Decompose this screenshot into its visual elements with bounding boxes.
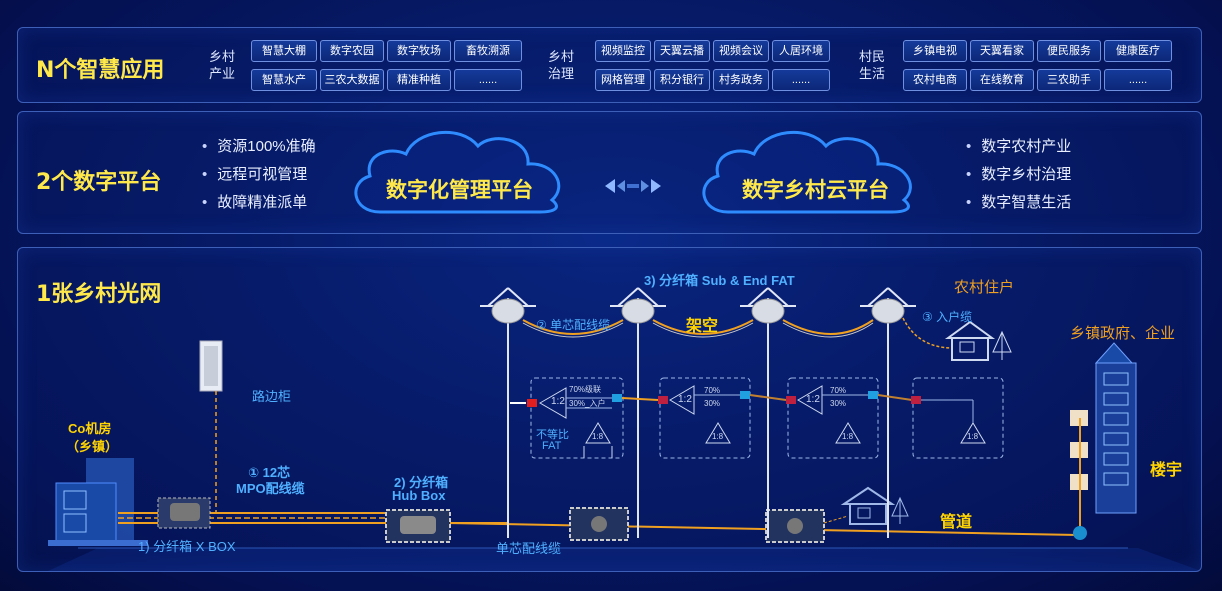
apps-panel: N个智慧应用 乡村产业 智慧大棚 数字农园 数字牧场 畜牧溯源 智慧水产 三农大…: [17, 27, 1202, 103]
platform-right-bullets: 数字农村产业 数字乡村治理 数字智慧生活: [966, 133, 1071, 217]
fat-box-icon: [871, 298, 905, 324]
house-icon: [840, 486, 909, 525]
splitter-box-icon: [786, 377, 879, 459]
co-building-icon: [48, 458, 148, 546]
single-core-cable-label: 单芯配线缆: [496, 541, 562, 556]
app-tag[interactable]: 便民服务: [1037, 40, 1101, 62]
app-tag[interactable]: 网格管理: [595, 69, 651, 91]
pipeline-manhole-icon: [765, 509, 825, 543]
app-tag[interactable]: 数字牧场: [387, 40, 451, 62]
app-tag-more[interactable]: ......: [454, 69, 522, 91]
bidirectional-arrow-icon: [605, 179, 661, 193]
cloud-left-icon: [354, 130, 561, 214]
splitter1-30: 30%_入户: [569, 399, 606, 408]
app-tag[interactable]: 三农大数据: [320, 69, 384, 91]
bullet-item: 远程可视管理: [202, 161, 316, 189]
building-label: 楼宇: [1150, 462, 1183, 479]
splitter2-18: 1:8: [712, 432, 724, 441]
splitter4-18: 1:8: [967, 432, 979, 441]
apps-title: N个智慧应用: [36, 58, 165, 83]
group-label-governance: 乡村治理: [547, 49, 574, 81]
office-building-icon: [1070, 342, 1137, 540]
bullet-item: 故障精准派单: [202, 189, 316, 217]
bullet-item: 数字乡村治理: [966, 161, 1071, 189]
cloud-right-label: 数字乡村云平台: [742, 178, 889, 202]
app-tag[interactable]: 天翼云播: [654, 40, 710, 62]
splitter2-30: 30%: [704, 399, 721, 408]
app-tag[interactable]: 人居环境: [772, 40, 830, 62]
hubbox-label-2: Hub Box: [392, 488, 446, 503]
app-tag[interactable]: 积分银行: [654, 69, 710, 91]
bullet-item: 资源100%准确: [202, 133, 315, 161]
fat-box-icon: [751, 298, 785, 324]
network-panel: 1张乡村光网: [17, 247, 1202, 572]
splitter3-70: 70%: [830, 386, 847, 395]
app-tag-more[interactable]: ......: [1104, 69, 1172, 91]
app-tag[interactable]: 精准种植: [387, 69, 451, 91]
platform-left-bullets: 资源100%准确 远程可视管理 故障精准派单: [202, 133, 316, 217]
splitter1-70: 70%级联: [569, 385, 602, 394]
co-room-sub-label: （乡镇）: [66, 439, 119, 454]
splitter2-70: 70%: [704, 386, 721, 395]
app-tag[interactable]: 视频会议: [713, 40, 769, 62]
fat-box-icon: [491, 298, 525, 324]
platforms-title: 2个数字平台: [36, 170, 162, 195]
app-tag[interactable]: 数字农园: [320, 40, 384, 62]
splitter1-ratio: 1:2: [551, 396, 565, 407]
mpo-cable-label-1: ① 12芯: [248, 465, 291, 480]
cloud-right-icon: [702, 130, 912, 214]
network-diagram: [48, 287, 1201, 571]
group-label-industry: 乡村产业: [208, 49, 235, 81]
xbox-label: 1) 分纤箱 X BOX: [138, 539, 236, 554]
app-tag-more[interactable]: ......: [772, 69, 830, 91]
town-gov-label: 乡镇政府、企业: [1070, 325, 1176, 342]
splitter3-18: 1:8: [842, 432, 854, 441]
roadside-cabinet-icon: [199, 340, 223, 392]
app-tag[interactable]: 健康医疗: [1104, 40, 1172, 62]
app-tag[interactable]: 智慧水产: [251, 69, 317, 91]
pipeline-label: 管道: [940, 514, 973, 531]
app-tag[interactable]: 视频监控: [595, 40, 651, 62]
hubbox-manhole-icon: [385, 509, 451, 543]
cloud-left-label: 数字化管理平台: [386, 178, 533, 202]
single-core-cable-top-label: ② 单芯配线缆: [536, 318, 611, 332]
hubbox-label-1: 2) 分纤箱: [394, 475, 449, 490]
app-tag[interactable]: 三农助手: [1037, 69, 1101, 91]
app-tag[interactable]: 村务政务: [713, 69, 769, 91]
unequal-label-2: FAT: [542, 440, 562, 452]
app-tag[interactable]: 畜牧溯源: [454, 40, 522, 62]
pipeline-manhole-icon: [569, 507, 629, 541]
platforms-panel: 2个数字平台 资源100%准确 远程可视管理 故障精准派单 数字化管理平台 数字…: [17, 111, 1202, 234]
mpo-cable-label-2: MPO配线缆: [236, 481, 305, 496]
splitter-box-icon: [510, 377, 624, 459]
app-tag[interactable]: 农村电商: [903, 69, 967, 91]
sub-fat-label: 3) 分纤箱 Sub & End FAT: [644, 273, 795, 288]
app-tag[interactable]: 天翼看家: [970, 40, 1034, 62]
app-tag[interactable]: 智慧大棚: [251, 40, 317, 62]
house-icon: [944, 320, 1012, 361]
app-tag[interactable]: 乡镇电视: [903, 40, 967, 62]
splitter1-18: 1:8: [592, 432, 604, 441]
roadside-cabinet-label: 路边柜: [252, 389, 292, 404]
fat-box-icon: [621, 298, 655, 324]
unequal-label-1: 不等比: [536, 429, 569, 441]
bullet-item: 数字智慧生活: [966, 189, 1071, 217]
xbox-manhole-icon: [157, 497, 211, 529]
splitter3-30: 30%: [830, 399, 847, 408]
group-label-life: 村民生活: [858, 49, 885, 81]
splitter-box-icon: [658, 377, 751, 459]
splitter3-ratio: 1:2: [806, 394, 820, 405]
aerial-label: 架空: [686, 318, 719, 335]
rural-homes-label: 农村住户: [954, 279, 1015, 296]
splitter-box-icon: [911, 377, 1004, 459]
splitter2-ratio: 1:2: [678, 394, 692, 405]
drop-cable-label: ③ 入户缆: [922, 310, 973, 324]
bullet-item: 数字农村产业: [966, 133, 1071, 161]
network-title: 1张乡村光网: [36, 282, 162, 307]
co-room-label: Co机房: [68, 421, 112, 436]
app-tag[interactable]: 在线教育: [970, 69, 1034, 91]
